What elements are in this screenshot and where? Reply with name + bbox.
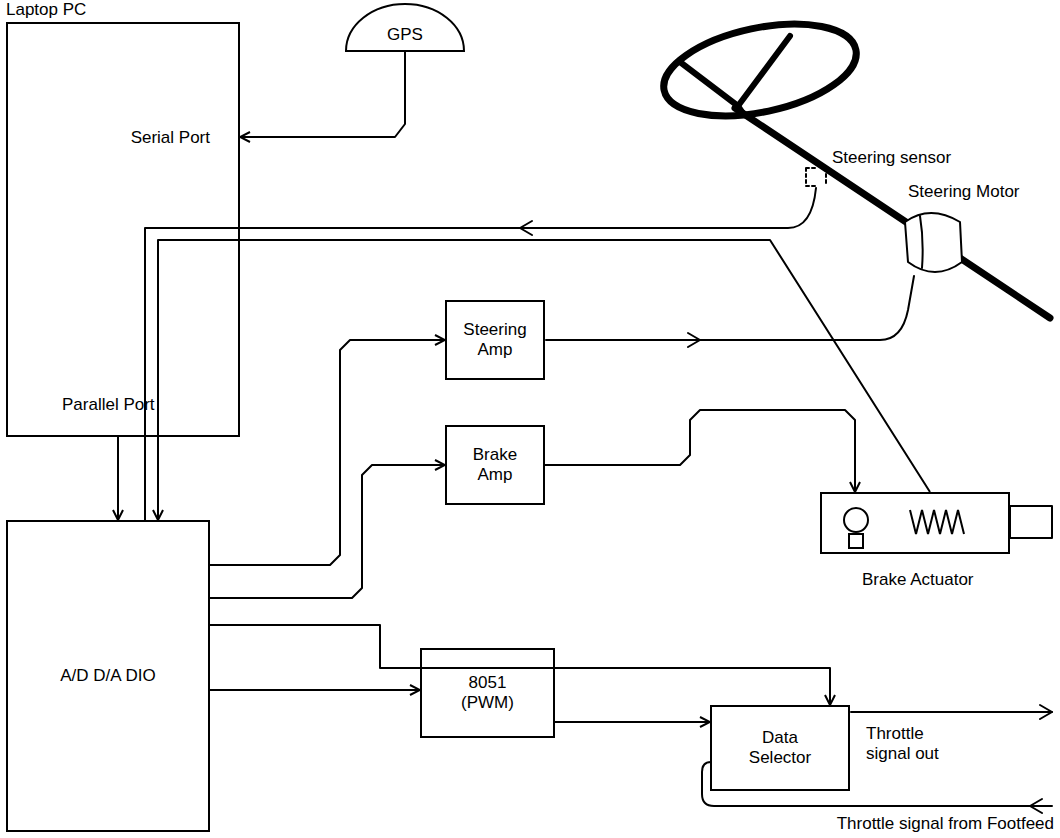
signal-wire bbox=[545, 410, 855, 492]
actuator-parts bbox=[822, 494, 1008, 552]
sensor-wire bbox=[145, 188, 816, 521]
signal-wire bbox=[555, 721, 710, 723]
amplifier-box: Brake Amp bbox=[445, 425, 545, 505]
part-label: Steering sensor bbox=[832, 148, 951, 168]
io-board-box: A/D D/A DIO bbox=[6, 520, 210, 832]
signal-wire bbox=[240, 52, 405, 137]
steering-sensor bbox=[806, 168, 826, 186]
node-text: 8051 (PWM) bbox=[448, 673, 528, 714]
signal-wire bbox=[210, 465, 445, 598]
microcontroller-box: 8051 (PWM) bbox=[420, 648, 555, 738]
node-text: Serial Port bbox=[131, 128, 210, 148]
signal-wire bbox=[210, 625, 830, 705]
gps-antenna: GPS bbox=[345, 2, 465, 52]
wheel-spoke bbox=[738, 36, 790, 106]
node-text: Brake Amp bbox=[455, 445, 535, 486]
wire-arrow bbox=[1040, 705, 1052, 719]
node-text: GPS bbox=[387, 9, 423, 45]
node-text: A/D D/A DIO bbox=[60, 666, 155, 686]
selector-box: Data Selector bbox=[710, 705, 850, 791]
steering-motor bbox=[920, 216, 923, 268]
steering-motor bbox=[905, 213, 962, 272]
brake-actuator: Brake Actuator bbox=[820, 492, 1010, 554]
part-label: Throttle signal out bbox=[866, 724, 964, 765]
steering-wheel bbox=[655, 9, 864, 132]
node-text: Steering Amp bbox=[455, 320, 535, 361]
steering-column bbox=[735, 108, 1050, 318]
wheel-spoke bbox=[680, 62, 738, 106]
signal-wire bbox=[210, 689, 420, 691]
part-label: Steering Motor bbox=[908, 182, 1020, 202]
wheel-spoke bbox=[738, 106, 742, 112]
amplifier-box: Steering Amp bbox=[445, 300, 545, 380]
signal-wire bbox=[158, 240, 930, 520]
throttle-out-wire bbox=[851, 711, 1052, 713]
wire-arrow bbox=[1030, 799, 1042, 813]
node-text: Data Selector bbox=[740, 728, 820, 769]
signal-wire bbox=[210, 340, 445, 565]
node-text: Parallel Port bbox=[62, 395, 155, 415]
motor-wire bbox=[546, 276, 914, 340]
wire-arrow bbox=[520, 221, 532, 235]
part-label: Throttle signal from Footfeed bbox=[837, 814, 1054, 834]
actuator-rod bbox=[1010, 506, 1052, 538]
footfeed-wire bbox=[702, 762, 1052, 806]
signal-wire bbox=[117, 437, 119, 520]
node-text: Brake Actuator bbox=[862, 570, 974, 590]
wire-arrow bbox=[688, 333, 700, 347]
node-text: Laptop PC bbox=[6, 0, 86, 20]
laptop-box: Laptop PCSerial PortParallel Port bbox=[6, 22, 240, 437]
